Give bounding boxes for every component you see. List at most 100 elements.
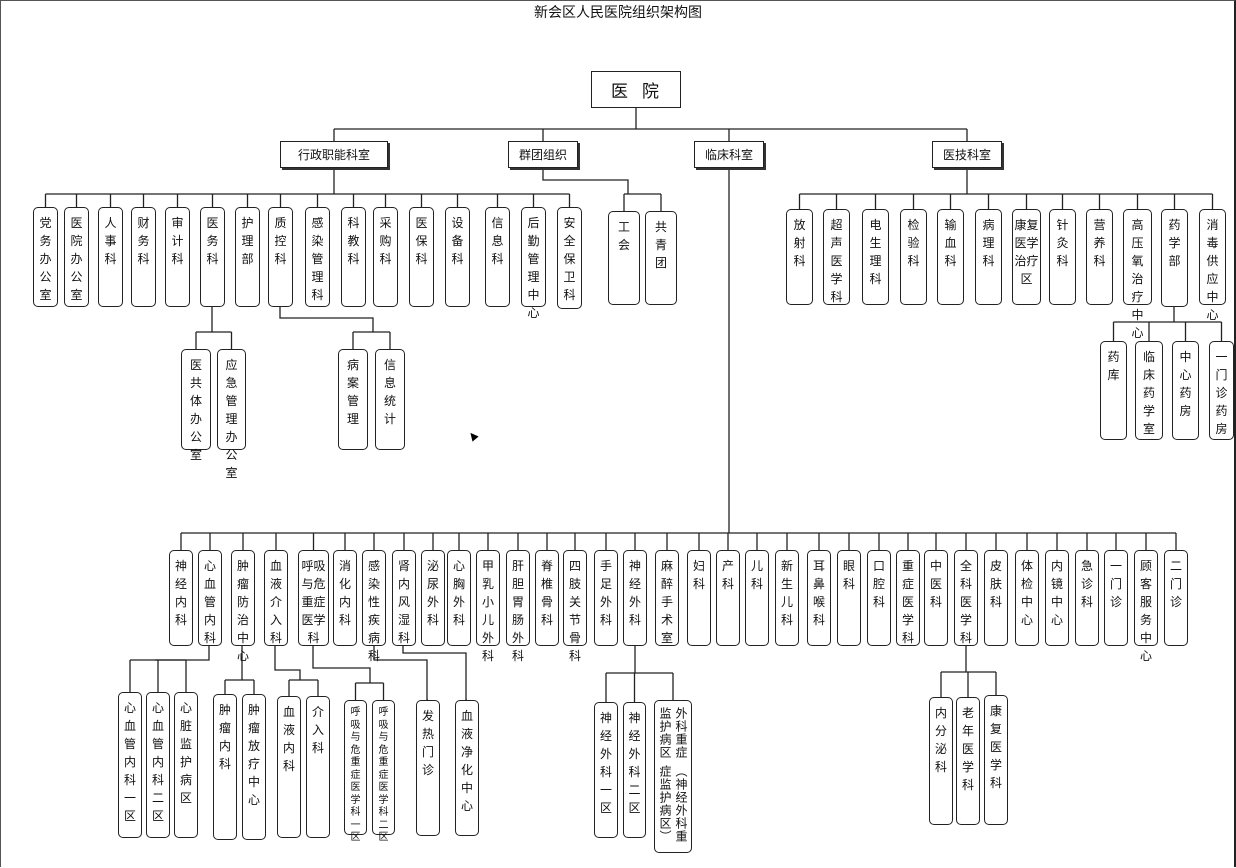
pharmacy-sub-box: 中心药房 [1172,341,1199,440]
box-label: 消化内科 [339,559,352,627]
admin-dept-box: 科教科 [341,207,366,307]
clinical-dept-box: 内镜中心 [1045,550,1069,646]
box-label: 针灸科 [1056,218,1069,268]
medtech-dept-box: 放射科 [786,209,813,305]
medtech-dept-box: 营养科 [1086,209,1113,305]
box-label: 病案管理 [347,358,360,426]
tumor-sub-box: 肿瘤放疗中心 [242,694,266,840]
box-label: 后勤管理中心 [527,216,540,320]
box-label: 一门诊药房 [1215,350,1228,436]
clinical-dept-box: 口腔科 [867,550,891,646]
clinical-dept-box: 血液介入科 [264,550,288,646]
medtech-dept-box: 针灸科 [1049,209,1076,305]
box-label: 肿瘤内科 [219,703,232,771]
admin-dept-box: 党务办公室 [33,207,58,307]
box-label: 血液介入科 [270,559,283,645]
clinical-dept-box: 妇科 [687,550,711,646]
neurosurg-sub-box: 神经外科一区 [594,702,618,838]
connector-line [279,307,374,332]
infect-sub-box: 发热门诊 [416,700,440,836]
clinical-dept-box: 呼吸与危重症医学科 [298,550,329,646]
connector-line [155,646,210,661]
box-label: 急诊科 [1081,559,1094,609]
admin-dept-box: 设备科 [445,207,470,307]
neurosurg-sub-box: 神经外科二区 [623,702,646,838]
admin-dept-box: 医保科 [409,207,434,307]
cardio-sub-box: 心血管内科二区 [146,692,170,838]
box-label: 财务科 [137,216,150,266]
box-label: 质控科 [274,216,287,266]
clinical-dept-box: 心胸外科 [447,550,471,646]
admin-dept-box: 后勤管理中心 [521,207,546,320]
connector-line [402,646,467,700]
box-label: 二门诊 [1170,559,1183,609]
quality-control-sub-box: 病案管理 [338,349,368,450]
nephro-sub-box: 血液净化中心 [455,700,479,836]
box-label: 肾内风湿科 [398,559,411,645]
box-label: 康复医学科 [990,704,1003,790]
admin-dept-box: 安全保卫科 [557,207,582,309]
box-label: 安全保卫科 [563,216,576,302]
medtech-dept-box: 检验科 [900,209,927,305]
clinical-dept-box: 脊椎骨科 [535,550,559,646]
box-label: 全科医学科 [960,559,973,645]
admin-dept-box: 财务科 [131,207,156,307]
admin-dept-box: 信息科 [485,207,510,307]
box-label: 神经内科 [175,559,188,627]
box-label: 心血管内科一区 [124,701,137,823]
cardio-sub-box: 心脏监护病区 [174,692,198,838]
clinical-dept-box: 儿科 [745,550,769,646]
box-label: 药学部 [1168,218,1181,268]
box-label: 血液内科 [283,705,296,773]
connector-line [373,646,428,700]
box-label: 康复医学治疗区 [1014,218,1039,286]
box-label: 呼吸与危重症医学科一区 [350,707,361,843]
clinical-dept-box: 四肢关节骨科 [563,550,587,663]
connector-line [312,646,371,683]
clinical-dept-box: 重症医学科 [896,550,920,646]
clinical-dept-box: 急诊科 [1075,550,1099,646]
box-label: 信息统计 [384,358,397,426]
box-label: 新生儿科 [781,559,794,627]
box-label: 检验科 [907,218,920,268]
box-label: 产科 [722,559,735,591]
box-label: 儿科 [751,559,764,591]
connector-line [542,168,629,194]
box-label: 顾客服务中心 [1140,559,1153,663]
box-label: 肿瘤放疗中心 [248,703,261,807]
box-label: 临床药学室 [1143,350,1156,436]
box-label: 医保科 [415,216,428,266]
box-label: 人事科 [104,216,117,266]
icu-note: （神经外科重症监护病区） [658,765,688,843]
box-label: 超声医学科 [830,218,843,304]
icu-label: 外科重症监护病区 [658,707,688,759]
box-label: 介入科 [312,705,325,755]
box-label: 心血管内科 [204,559,217,645]
box-label: 放射科 [793,218,806,268]
admin-dept-box: 人事科 [98,207,123,307]
quality-control-sub-box: 信息统计 [375,349,405,450]
clinical-dept-box: 新生儿科 [775,550,799,646]
clinical-dept-box: 二门诊 [1164,550,1188,646]
clinical-dept-box: 肿瘤防治中心 [231,550,255,663]
box-label: 审计科 [171,216,184,266]
box-label: 科教科 [347,216,360,266]
clinical-dept-box: 神经外科 [623,550,647,646]
category-admin: 行政职能科室 [280,141,388,168]
pharmacy-sub-box: 一门诊药房 [1209,341,1234,440]
connector-line [274,646,301,680]
box-label: 党务办公室 [39,216,52,302]
clinical-dept-box: 眼科 [837,550,861,646]
general-medicine-sub-box: 康复医学科 [984,695,1008,825]
box-label: 高压氧治疗中心 [1131,218,1144,340]
medical-affairs-sub-box: 应急管理办公室 [217,349,246,480]
box-label: 口腔科 [873,559,886,609]
box-label: 医共体办公室 [190,358,203,462]
admin-dept-box: 质控科 [268,207,293,307]
box-label: 内镜中心 [1051,559,1064,627]
resp-sub-box: 呼吸与危重症医学科一区 [344,700,367,843]
box-label: 消毒供应中心 [1206,218,1219,322]
clinical-dept-box: 肝胆胃肠外科 [506,550,530,663]
box-label: 重症医学科 [902,559,915,645]
